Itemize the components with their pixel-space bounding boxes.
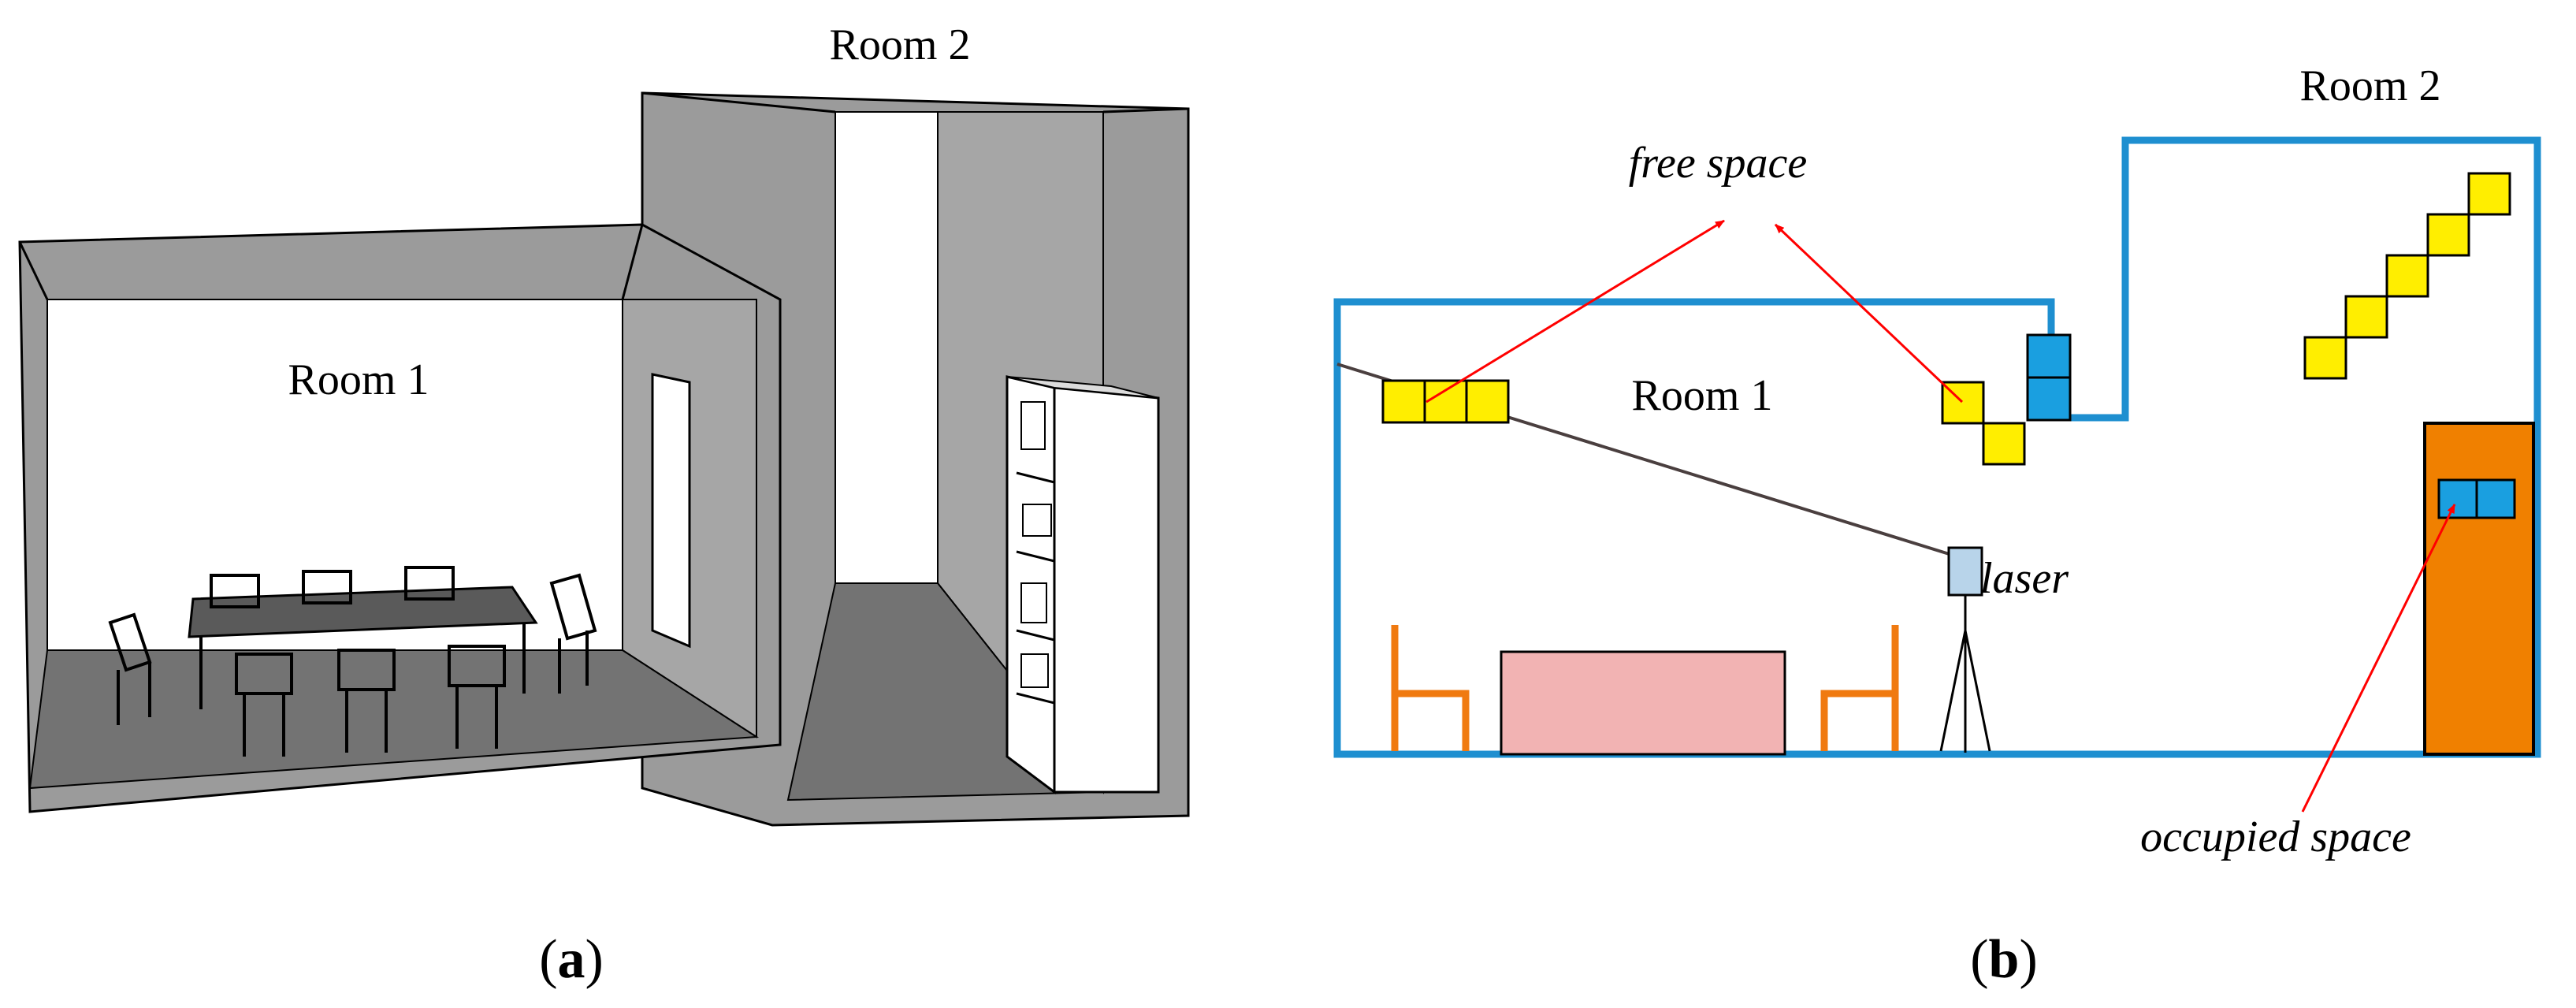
panel-b-caption: (b) [1970,929,2038,990]
room1-door [651,373,691,649]
table [1500,650,1786,756]
free-voxels-left [1381,379,1510,424]
chair-left [1391,625,1470,751]
occupied-voxels-bookshelf [2437,478,2516,519]
panel-b: Room 2 Room 1 free space laser occupied … [1333,61,2541,861]
panel-a-room2-label: Room 2 [830,20,971,69]
panel-a-room1-label: Room 1 [288,355,429,404]
panel-a: Room 2 Room 1 [18,20,1190,827]
room1-3d [18,223,782,813]
occupied-voxels-wall [2026,333,2072,422]
arrow-free-space-middle [1774,223,1964,404]
bookshelf-3d [1005,375,1160,794]
panel-b-room2-label: Room 2 [2300,61,2441,110]
room2-inner-back [835,111,939,584]
chair-right [1820,625,1899,751]
room1-floor [28,649,760,790]
arrow-occupied-space [2301,504,2456,813]
laser-device [1947,546,1983,597]
free-space-label: free space [1629,139,1808,188]
panel-b-room1-label: Room 1 [1632,371,1773,420]
panel-a-letter: a [558,929,585,990]
bookshelf [2423,422,2535,756]
free-voxels-room2 [2303,172,2511,380]
panel-a-caption: (a) [539,929,604,990]
laser-tripod [1939,595,1991,753]
occupied-space-label: occupied space [2140,813,2411,861]
laser-label: laser [1980,554,2069,603]
chairs-3d [108,566,597,757]
arrow-free-space-left [1426,219,1725,404]
panel-b-letter: b [1989,929,2020,990]
